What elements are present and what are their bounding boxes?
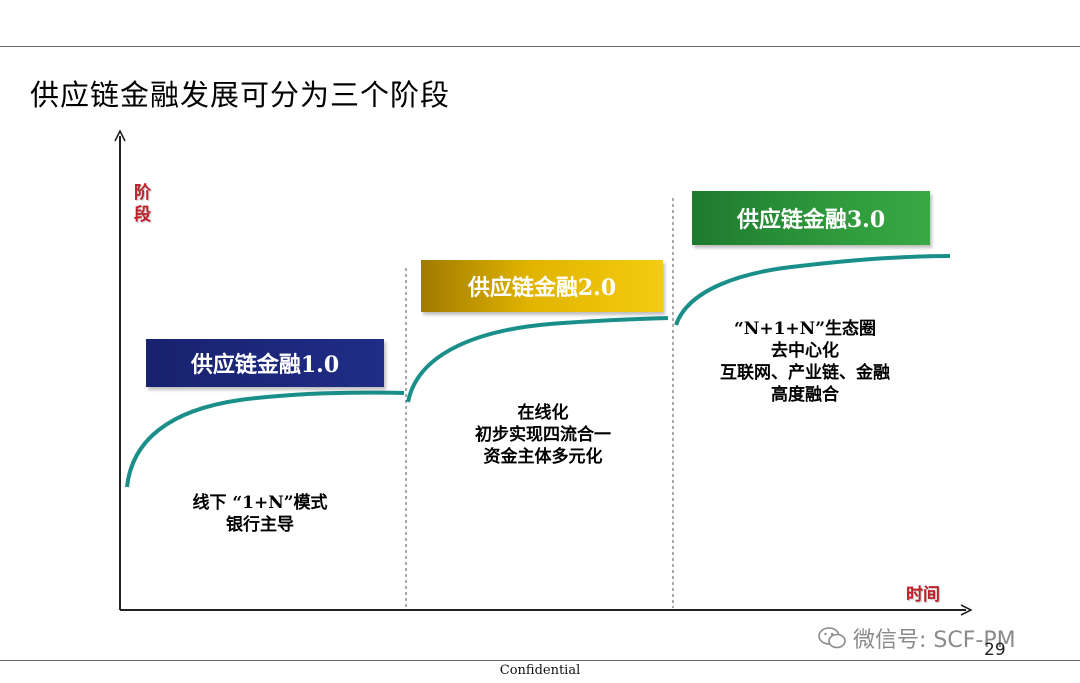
stage-2-line-3: 资金主体多元化 (483, 447, 603, 467)
stage-3-title: 供应链金融3.0 (736, 207, 886, 233)
stage-curve-1 (125, 390, 405, 488)
stage-3-box: 供应链金融3.0 (692, 191, 930, 245)
stage-curve-3 (674, 254, 951, 326)
page-title: 供应链金融发展可分为三个阶段 (30, 78, 451, 112)
stage-3-line-3: 互联网、产业链、金融 (720, 363, 890, 383)
stage-3-line-2: 去中心化 (771, 341, 839, 361)
page-number: 29 (984, 640, 1006, 660)
stage-1-line-2: 银行主导 (226, 515, 294, 535)
stage-2-box: 供应链金融2.0 (421, 260, 663, 312)
stage-3-description: “N+1+N”生态圈 去中心化 互联网、产业链、金融 高度融合 (690, 318, 920, 406)
top-rule (0, 46, 1080, 47)
wechat-watermark: 微信号: SCF-PM (817, 622, 1016, 654)
wechat-icon (818, 627, 846, 649)
stage-1-box: 供应链金融1.0 (146, 339, 384, 387)
stage-2-line-1: 在线化 (517, 403, 569, 423)
bottom-rule (0, 660, 1080, 661)
footer-confidential: Confidential (499, 663, 581, 678)
x-axis-label: 时间 (906, 585, 940, 605)
stage-3-line-1: “N+1+N”生态圈 (734, 319, 876, 339)
stage-1-description: 线下 “1+N”模式 银行主导 (160, 492, 360, 536)
stage-3-line-4: 高度融合 (771, 385, 839, 405)
stage-2-description: 在线化 初步实现四流合一 资金主体多元化 (438, 402, 648, 468)
watermark-text: 微信号: SCF-PM (853, 628, 1016, 653)
y-axis-label: 阶段 (134, 183, 151, 225)
stage-1-line-1: 线下 “1+N”模式 (192, 493, 328, 513)
stage-2-line-2: 初步实现四流合一 (475, 425, 611, 445)
stage-curve-2 (406, 316, 669, 403)
stage-1-title: 供应链金融1.0 (190, 352, 340, 378)
stage-2-title: 供应链金融2.0 (467, 275, 617, 301)
